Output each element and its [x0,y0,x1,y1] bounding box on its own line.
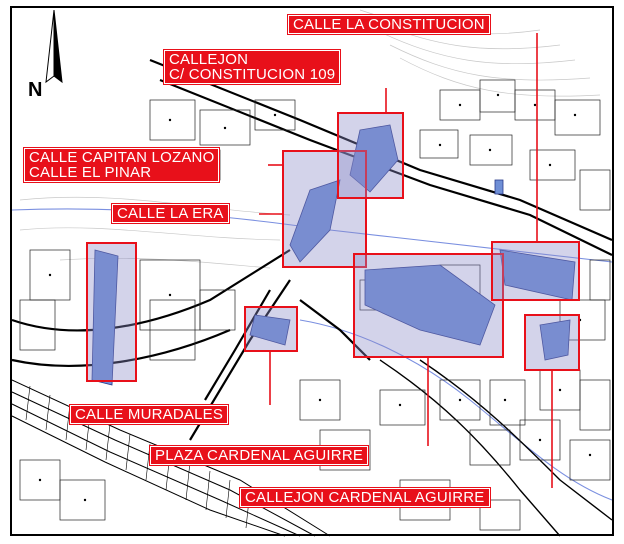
label-calle-la-era: CALLE LA ERA [112,204,229,223]
zone-cardenal-aguirre-main[interactable] [353,253,504,358]
zone-callejon-constitucion[interactable] [337,112,404,199]
highlighted-buildings [91,124,576,386]
label-text: CALLE MURADALES [75,406,224,423]
highway [379,359,613,537]
railway-ties [25,385,251,529]
zone-la-constitucion[interactable] [491,241,580,301]
label-callejon-cardenal-aguirre: CALLEJON CARDENAL AGUIRRE [240,488,490,507]
label-text: CALLE LA ERA [117,205,224,222]
label-text: PLAZA CARDENAL AGUIRRE [155,447,364,464]
label-text-line1: CALLEJON [169,51,249,68]
zone-capitan-lozano[interactable] [282,150,367,268]
zone-calle-la-era[interactable] [86,242,137,382]
north-arrow-icon: N [28,10,63,101]
label-calle-la-constitucion: CALLE LA CONSTITUCION [288,15,490,34]
label-text: CALLE LA CONSTITUCION [293,16,485,33]
label-callejon-constitucion-109: CALLEJON C/ CONSTITUCION 109 [164,50,341,84]
north-letter: N [28,79,42,101]
label-text-line1: CALLE CAPITAN LOZANO [29,149,215,166]
label-text-line2: C/ CONSTITUCION 109 [169,66,336,83]
label-calle-muradales: CALLE MURADALES [70,405,229,424]
label-text: CALLEJON CARDENAL AGUIRRE [245,489,485,506]
zone-plaza-cardenal[interactable] [244,306,298,352]
label-capitan-lozano-el-pinar: CALLE CAPITAN LOZANO CALLE EL PINAR [24,148,220,182]
zone-callejon-cardenal[interactable] [524,314,580,371]
label-text-line2: CALLE EL PINAR [29,164,152,181]
label-plaza-cardenal-aguirre: PLAZA CARDENAL AGUIRRE [150,446,369,465]
